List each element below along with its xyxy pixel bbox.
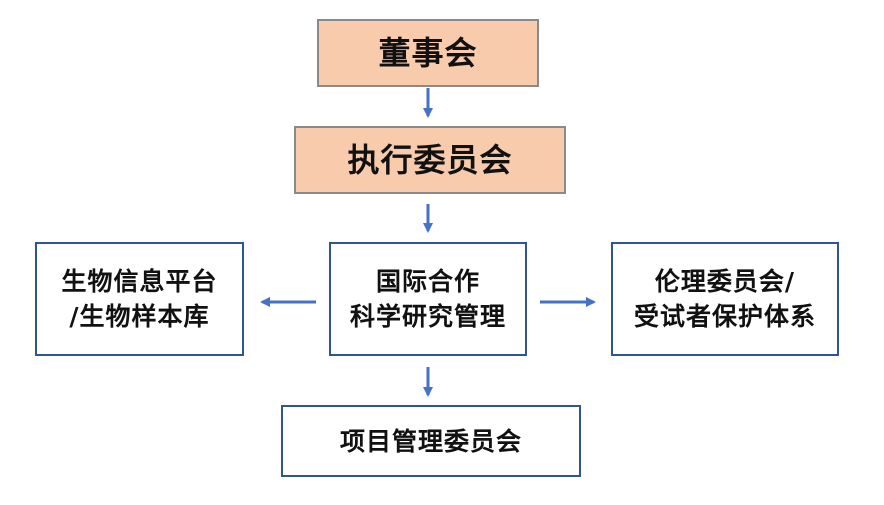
bioinformatics-node: 生物信息平台 /生物样本库	[35, 242, 244, 356]
bioinformatics-line2: /生物样本库	[69, 302, 210, 331]
board-node: 董事会	[317, 19, 539, 87]
ethics-line2: 受试者保护体系	[633, 302, 816, 331]
project-committee-node: 项目管理委员会	[281, 405, 581, 477]
bioinformatics-line1: 生物信息平台	[61, 267, 218, 296]
project-committee-label: 项目管理委员会	[339, 426, 522, 456]
research-management-node: 国际合作 科学研究管理	[329, 242, 527, 356]
executive-committee-node: 执行委员会	[294, 126, 566, 194]
research-management-line1: 国际合作	[375, 267, 480, 296]
board-label: 董事会	[378, 33, 478, 72]
ethics-line1: 伦理委员会/	[654, 267, 796, 296]
executive-committee-label: 执行委员会	[347, 140, 513, 179]
ethics-node: 伦理委员会/ 受试者保护体系	[611, 242, 839, 356]
research-management-line2: 科学研究管理	[349, 302, 506, 331]
